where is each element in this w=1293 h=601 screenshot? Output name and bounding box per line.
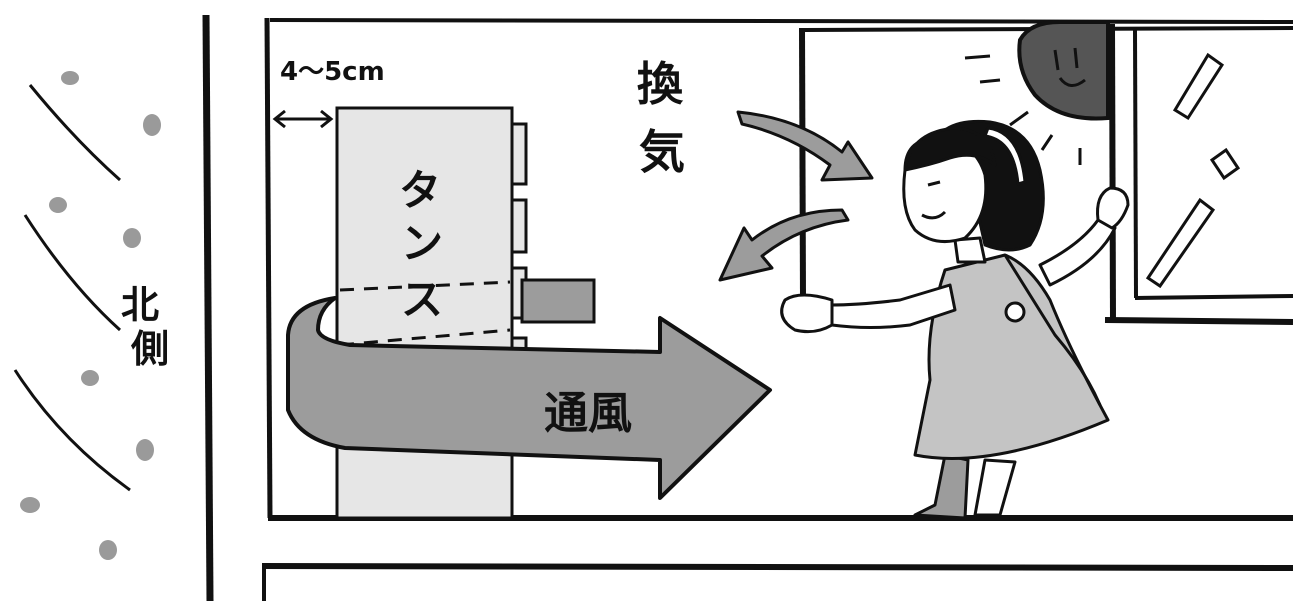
sun — [964, 20, 1110, 165]
chest-label-1: タ — [399, 166, 441, 215]
ventilation-arrow-in — [736, 110, 874, 182]
ventilation-arrow-out — [718, 208, 850, 282]
woman-figure — [780, 119, 1130, 520]
sun-rays — [964, 54, 1082, 165]
north-side-label-2: 側 — [130, 327, 169, 371]
rain-drops — [20, 71, 161, 560]
chest-label-3: ス — [401, 275, 443, 324]
ventilation-label-1: 換 — [637, 57, 684, 111]
outside-north-area — [13, 71, 161, 560]
airflow-arrow — [286, 296, 772, 500]
ventilation-label-2: 気 — [639, 125, 685, 179]
gap-dimension-arrow — [272, 109, 334, 129]
gap-label: 4〜5cm — [280, 57, 385, 87]
north-side-label-1: 北 — [121, 283, 159, 327]
airflow-label: 通風 — [544, 388, 632, 439]
exterior-wall — [202, 14, 273, 601]
chest-label-2: ン — [401, 219, 443, 268]
